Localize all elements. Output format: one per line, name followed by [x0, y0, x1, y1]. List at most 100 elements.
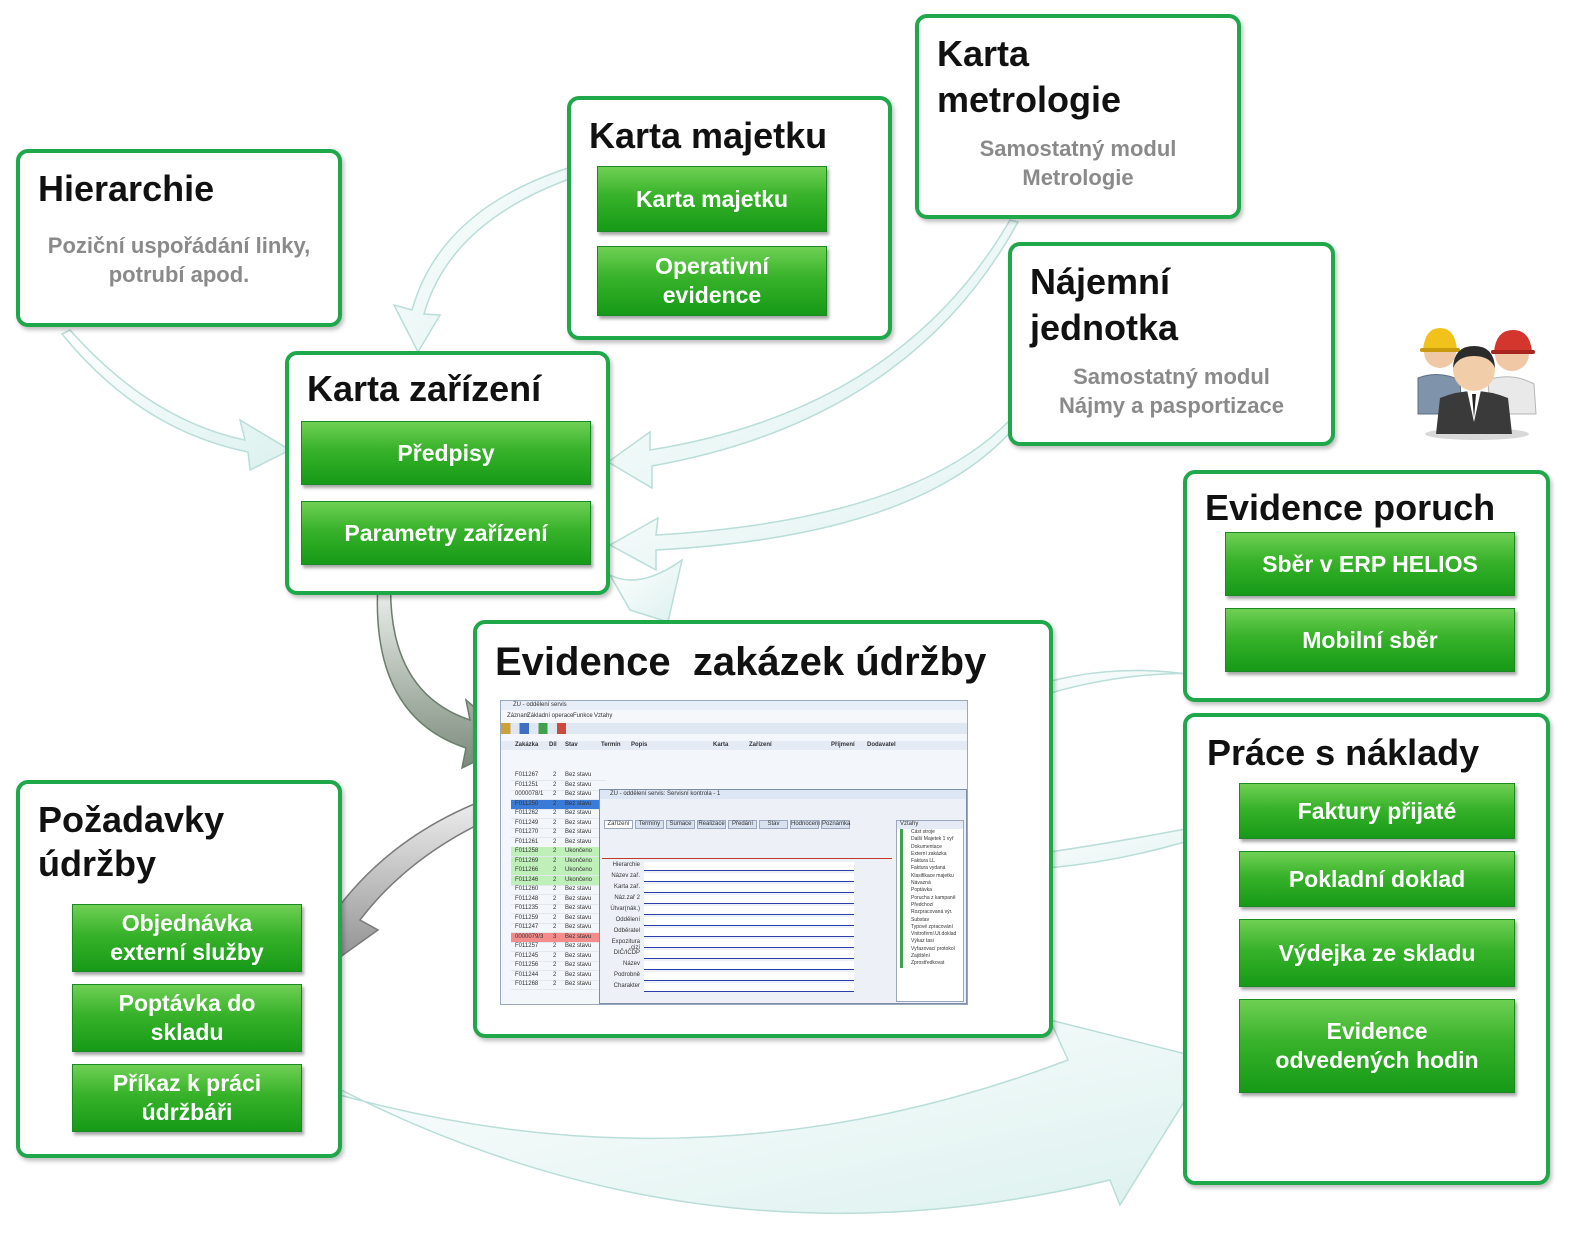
vztahy-item[interactable]: Zprostředkovat: [900, 960, 963, 968]
predpisy-button[interactable]: Předpisy: [301, 421, 591, 485]
dialog-tab[interactable]: Stav: [759, 820, 788, 829]
dialog-field-input[interactable]: [644, 939, 854, 948]
vztahy-item[interactable]: Zajištění: [900, 953, 963, 961]
faktury-prijate-button[interactable]: Faktury přijaté: [1239, 783, 1515, 839]
parametry-zarizeni-button[interactable]: Parametry zařízení: [301, 501, 591, 565]
vztahy-item[interactable]: Klasifikace majetku: [900, 872, 963, 881]
screenshot-dialog: ZÚ - oddělení servis: Servisní kontrola …: [599, 789, 967, 1004]
pozadavky-title-1: Požadavky: [38, 799, 225, 840]
dialog-field-input[interactable]: [644, 862, 854, 871]
vztahy-item[interactable]: Dokumentace: [900, 843, 963, 851]
vztahy-item[interactable]: Substav: [900, 916, 963, 924]
dialog-field-input[interactable]: [644, 895, 854, 904]
dialog-field-input[interactable]: [644, 972, 854, 981]
vztahy-item[interactable]: Výkaz tasi: [900, 938, 963, 946]
screenshot-cell: F011245: [515, 952, 539, 959]
prikaz-k-praci-button[interactable]: Příkaz k práci údržbáři: [72, 1064, 302, 1132]
dialog-tab[interactable]: Předání: [728, 820, 757, 829]
screenshot-cell: 2: [553, 867, 557, 873]
screenshot-cell: 2: [553, 772, 557, 778]
vztahy-item[interactable]: Další Majetek 1 vyř: [900, 836, 963, 844]
col-stav[interactable]: Stav: [565, 742, 578, 748]
prikaz-label-2: údržbáři: [141, 1099, 233, 1125]
col-dodavatel[interactable]: Dodavatel: [867, 742, 896, 748]
vztahy-item[interactable]: Externí zakázka: [900, 850, 963, 859]
dialog-field-input[interactable]: [644, 906, 854, 915]
dialog-titlebar: ZÚ - oddělení servis: Servisní kontrola …: [600, 790, 966, 799]
mobilni-sber-button[interactable]: Mobilní sběr: [1225, 608, 1515, 672]
col-termin[interactable]: Termín: [601, 742, 621, 748]
vztahy-item[interactable]: Návazná: [900, 880, 963, 888]
dialog-field-input[interactable]: [644, 983, 854, 992]
pokladni-doklad-button[interactable]: Pokladní doklad: [1239, 851, 1515, 907]
evidence-odvedenych-hodin-button[interactable]: Evidence odvedených hodin: [1239, 999, 1515, 1093]
dialog-field-input[interactable]: [644, 873, 854, 882]
dialog-tab[interactable]: Realizace: [697, 820, 726, 829]
dialog-field-input[interactable]: [644, 961, 854, 970]
vztahy-item[interactable]: Vyřazovací protokol: [900, 945, 963, 954]
screenshot-cell: Bez stavu: [565, 791, 592, 797]
dialog-tab[interactable]: Poznámka: [821, 820, 851, 829]
objednavka-externi-sluzby-button[interactable]: Objednávka externí služby: [72, 904, 302, 972]
dialog-field-input[interactable]: [644, 917, 854, 926]
col-popis[interactable]: Popis: [631, 742, 648, 748]
dialog-tab[interactable]: Sumace: [666, 820, 695, 829]
col-zarizeni[interactable]: Zařízení: [749, 742, 772, 748]
dialog-tab[interactable]: Hodnocení: [790, 820, 821, 829]
vztahy-item[interactable]: Faktura LL: [900, 858, 963, 866]
dialog-tab[interactable]: Zařízení: [604, 820, 633, 829]
dialog-field-input[interactable]: [644, 884, 854, 893]
col-zakazka[interactable]: Zakázka: [515, 742, 539, 748]
col-dil[interactable]: Díl: [549, 742, 557, 748]
poptavka-do-skladu-button[interactable]: Poptávka do skladu: [72, 984, 302, 1052]
menu-zaznam[interactable]: Záznam: [507, 713, 529, 719]
sber-erp-helios-button[interactable]: Sběr v ERP HELIOS: [1225, 532, 1515, 596]
arrow-najemni-to-zakazky: [608, 558, 684, 623]
vztahy-item[interactable]: Poptávka: [900, 887, 963, 895]
col-karta[interactable]: Karta: [713, 742, 729, 748]
menu-funkce[interactable]: Funkce: [573, 713, 593, 719]
karta-majetku-button[interactable]: Karta majetku: [597, 166, 827, 232]
vztahy-item[interactable]: Předchozí: [900, 901, 963, 910]
operativni-evidence-label-1: Operativní: [655, 253, 769, 279]
screenshot-cell: F011266: [515, 867, 539, 873]
menu-zakladni-operace[interactable]: Základní operace: [527, 713, 574, 719]
dialog-field-input[interactable]: [644, 928, 854, 937]
screenshot-cell: Bez stavu: [565, 886, 592, 892]
menu-vztahy[interactable]: Vztahy: [594, 713, 613, 719]
dialog-field-input[interactable]: [644, 950, 854, 959]
vydejka-ze-skladu-button[interactable]: Výdejka ze skladu: [1239, 919, 1515, 987]
vztahy-item[interactable]: Faktura vydaná: [900, 865, 963, 873]
col-prijmeni[interactable]: Příjmení: [831, 742, 855, 748]
operativni-evidence-button[interactable]: Operativní evidence: [597, 246, 827, 316]
vztahy-item[interactable]: Typové zpracování: [900, 923, 963, 932]
vztahy-item[interactable]: Část stroje: [900, 829, 963, 837]
vztahy-item[interactable]: Vnitrofirmí.Ut.doklad: [900, 931, 963, 939]
vztahy-item[interactable]: Porucha z kampaně: [900, 894, 963, 902]
dialog-tab[interactable]: Termíny: [635, 820, 664, 829]
vztahy-item[interactable]: Rozpracovaná výr.: [900, 909, 963, 917]
